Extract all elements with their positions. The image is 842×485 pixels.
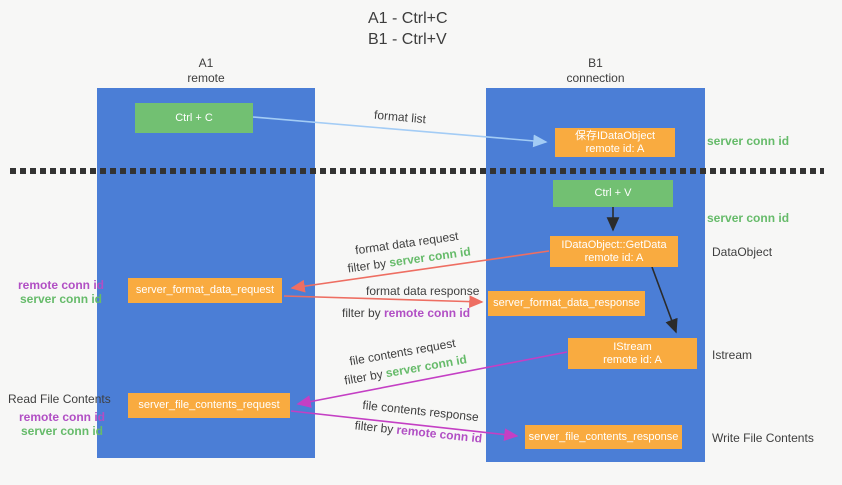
idataobject-getdata-box: IDataObject::GetData remote id: A xyxy=(550,236,678,267)
server-format-data-request-label: server_format_data_request xyxy=(135,284,275,296)
server-conn-id-label: server conn id xyxy=(19,292,103,306)
server-conn-id-label-top: server conn id xyxy=(707,134,790,148)
conn-id-pair-1: remote conn id server conn id xyxy=(18,278,104,306)
conn-id-pair-2: remote conn id server conn id xyxy=(19,410,105,438)
read-file-contents-label: Read File Contents xyxy=(8,392,111,406)
server-file-contents-response-box: server_file_contents_response xyxy=(525,425,682,449)
remote-conn-id-key: remote conn id xyxy=(384,306,471,320)
remote-conn-id-label: remote conn id xyxy=(19,410,106,424)
format-list-arrow xyxy=(252,116,548,148)
lane-b1-name: connection xyxy=(566,71,625,85)
ctrl-v-box: Ctrl + V xyxy=(553,180,673,207)
format-data-response-arrow xyxy=(283,295,484,309)
server-format-data-response-box: server_format_data_response xyxy=(488,291,645,316)
getdata-to-istream-arrow xyxy=(651,266,678,334)
getdata-line2: remote id: A xyxy=(584,251,644,264)
lane-header-a1: A1 remote xyxy=(97,56,315,86)
ctrl-c-box: Ctrl + C xyxy=(135,103,253,133)
server-format-data-request-box: server_format_data_request xyxy=(128,278,282,303)
dataobject-label: DataObject xyxy=(712,245,773,259)
file-contents-request-arrow xyxy=(296,351,568,408)
istream-line1: IStream xyxy=(613,340,652,353)
lane-a1-id: A1 xyxy=(198,56,214,70)
remote-conn-id-label: remote conn id xyxy=(18,278,105,292)
server-conn-id-label-mid: server conn id xyxy=(707,211,790,225)
server-file-contents-request-box: server_file_contents_request xyxy=(128,393,290,418)
format-data-response-filter: filter by remote conn id xyxy=(342,306,470,320)
lane-header-b1: B1 connection xyxy=(486,56,705,86)
save-idataobject-box: 保存IDataObject remote id: A xyxy=(555,128,675,157)
filter-by-prefix: filter by xyxy=(342,306,385,320)
write-file-contents-label: Write File Contents xyxy=(712,431,814,445)
server-format-data-response-label: server_format_data_response xyxy=(493,297,640,309)
server-conn-id-label: server conn id xyxy=(20,424,104,438)
istream-label: Istream xyxy=(712,348,753,362)
session-divider-dotted-line xyxy=(10,168,824,174)
filter-by-prefix: filter by xyxy=(346,255,391,276)
istream-box: IStream remote id: A xyxy=(568,338,697,369)
title-line-2: B1 - Ctrl+V xyxy=(368,31,447,48)
file-contents-response-arrow xyxy=(290,410,519,441)
server-file-contents-request-label: server_file_contents_request xyxy=(138,399,280,411)
getdata-line1: IDataObject::GetData xyxy=(561,238,667,251)
title-line-1: A1 - Ctrl+C xyxy=(368,10,448,27)
format-data-request-arrow xyxy=(290,250,550,293)
lane-b1-id: B1 xyxy=(588,56,603,70)
ctrl-v-label: Ctrl + V xyxy=(594,187,632,199)
lane-a1-name: remote xyxy=(187,71,225,85)
istream-line2: remote id: A xyxy=(603,353,662,366)
ctrl-c-label: Ctrl + C xyxy=(175,111,213,124)
diagram-title: A1 - Ctrl+C B1 - Ctrl+V xyxy=(368,8,448,50)
format-data-response-text: format data response xyxy=(366,284,480,298)
save-idataobject-line2: remote id: A xyxy=(585,142,645,155)
server-file-contents-response-label: server_file_contents_response xyxy=(528,430,679,443)
save-idataobject-line1: 保存IDataObject xyxy=(574,129,656,142)
filter-by-prefix: filter by xyxy=(354,418,398,437)
